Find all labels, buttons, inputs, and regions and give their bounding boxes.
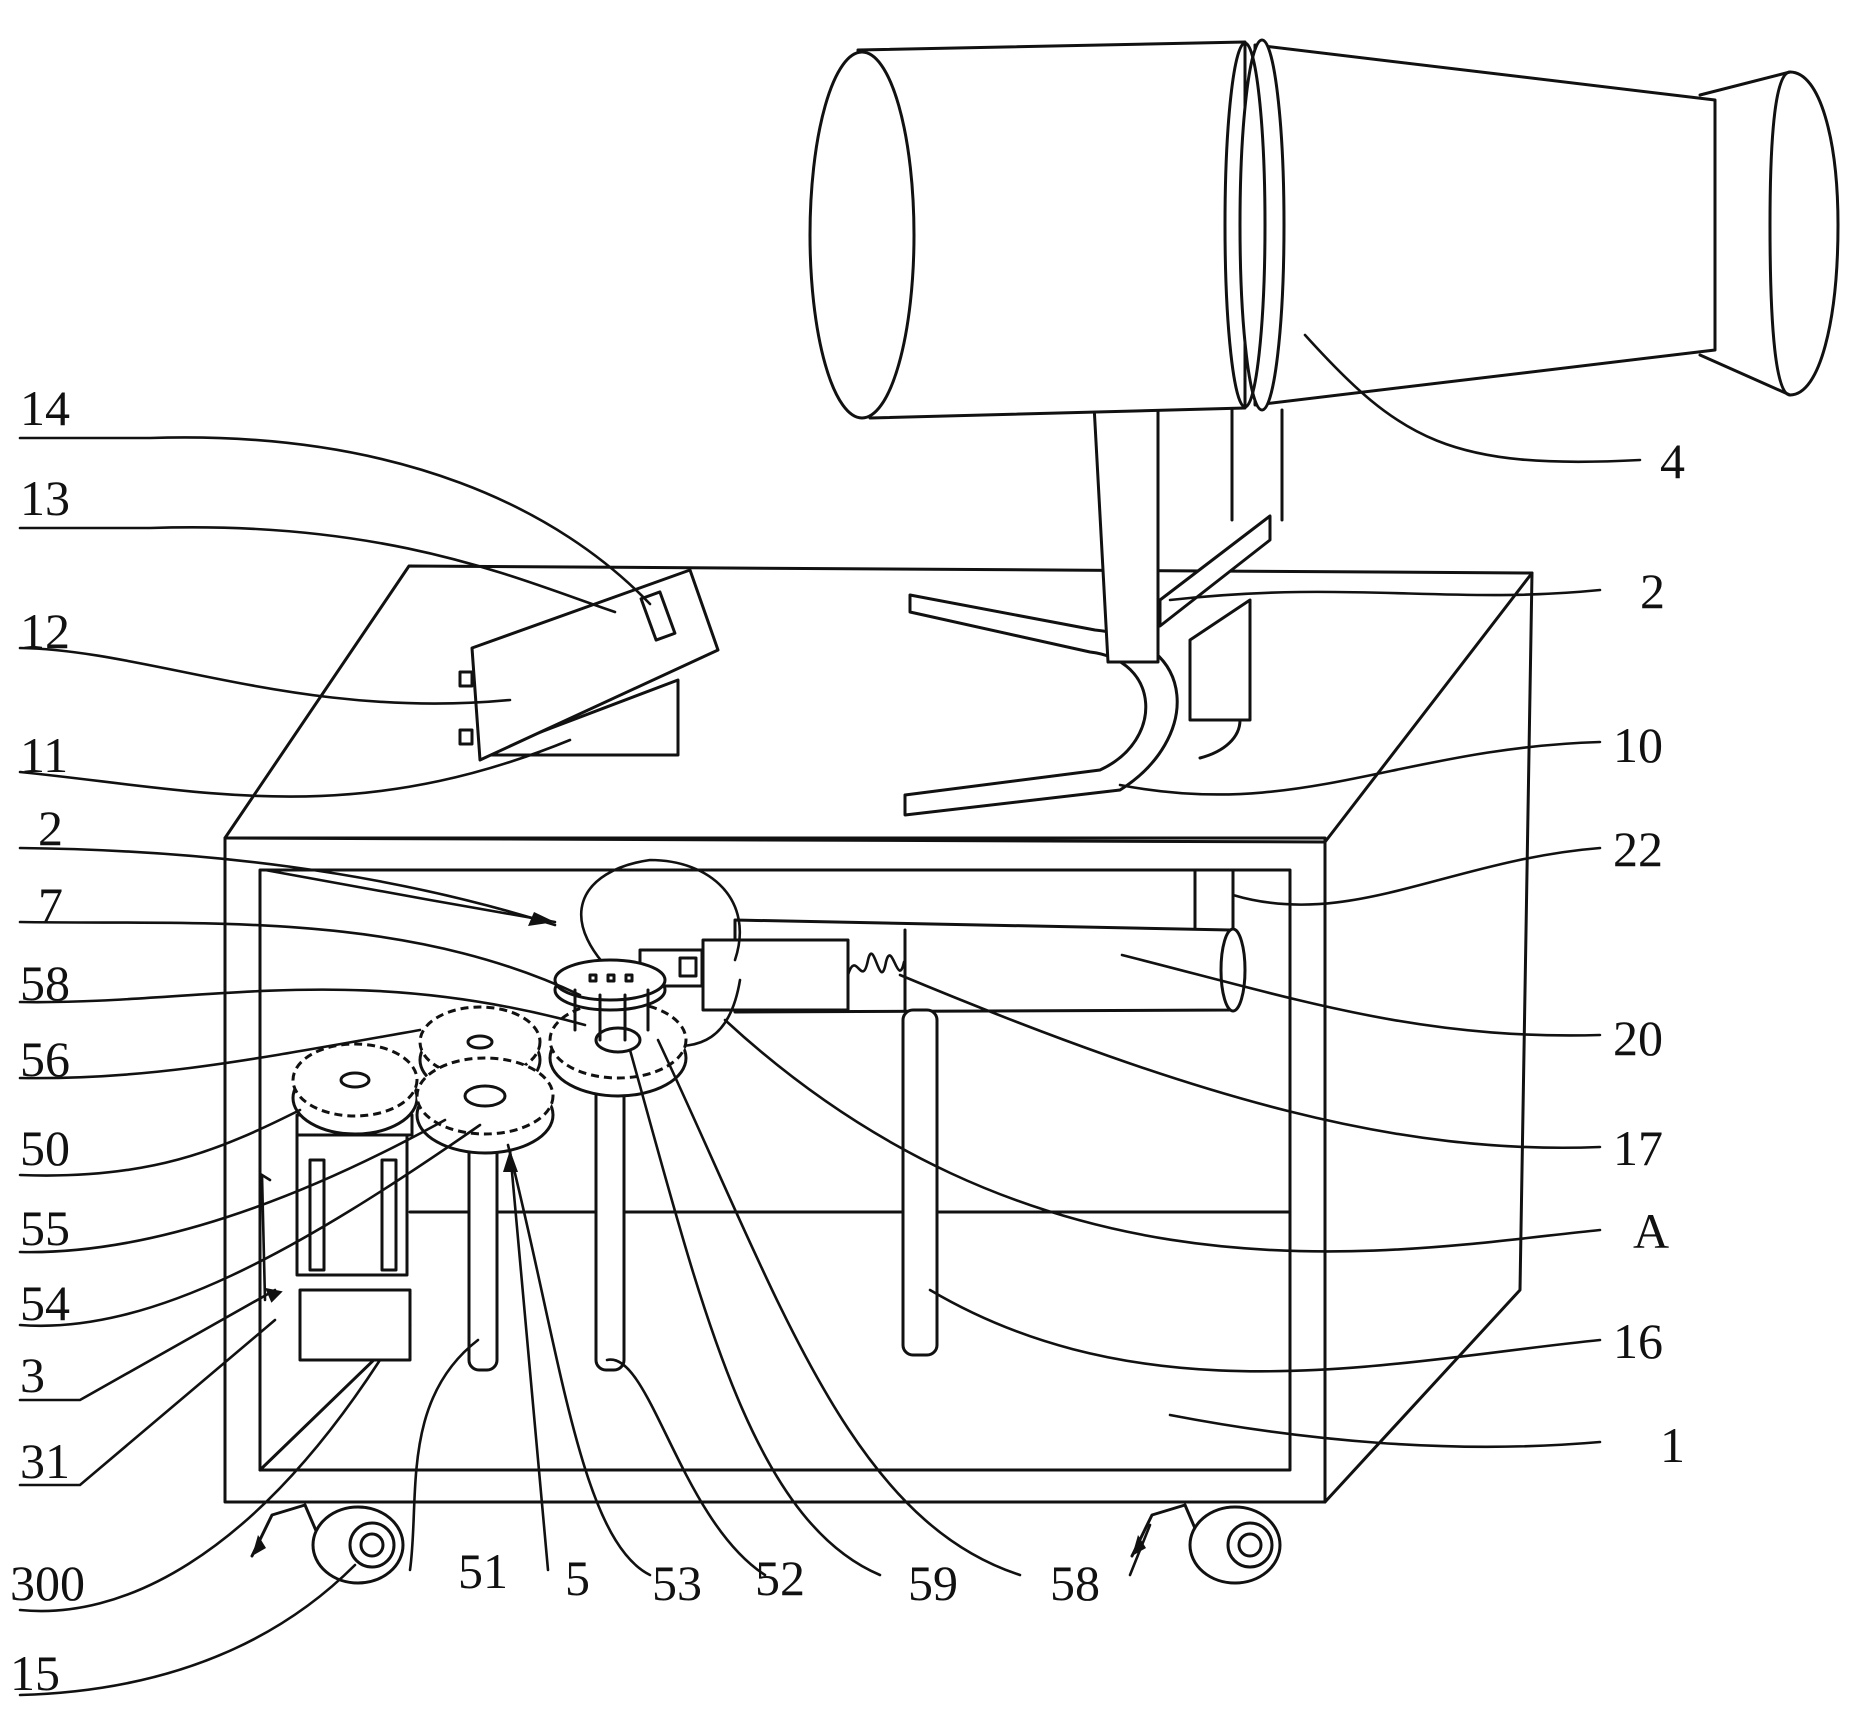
label-50: 50 xyxy=(20,1120,70,1176)
label-14: 14 xyxy=(20,380,70,436)
leader-lines xyxy=(20,335,1640,1695)
label-22: 22 xyxy=(1613,821,1663,877)
cylinder-assembly xyxy=(640,870,1245,1012)
label-10: 10 xyxy=(1613,717,1663,773)
lifting-cylinder xyxy=(297,1115,412,1360)
label-56: 56 xyxy=(20,1031,70,1087)
label-58-bottom: 58 xyxy=(1050,1555,1100,1611)
label-20: 20 xyxy=(1613,1010,1663,1066)
label-3: 3 xyxy=(20,1347,45,1403)
fog-cannon xyxy=(810,40,1838,418)
label-13: 13 xyxy=(20,470,70,526)
label-53: 53 xyxy=(652,1555,702,1611)
label-54: 54 xyxy=(20,1275,70,1331)
label-15: 15 xyxy=(10,1645,60,1701)
label-5: 5 xyxy=(565,1550,590,1606)
label-7: 7 xyxy=(38,877,63,933)
gear-53-58 xyxy=(550,1002,686,1096)
label-17: 17 xyxy=(1613,1120,1663,1176)
gear-50 xyxy=(293,1044,417,1134)
label-59: 59 xyxy=(908,1555,958,1611)
label-a: A xyxy=(1633,1203,1669,1259)
gear-54-55 xyxy=(417,1058,553,1153)
label-4: 4 xyxy=(1660,433,1685,489)
label-12: 12 xyxy=(20,603,70,659)
caster-wheel-right xyxy=(1132,1505,1280,1583)
label-1: 1 xyxy=(1660,1417,1685,1473)
label-16: 16 xyxy=(1613,1313,1663,1369)
label-55: 55 xyxy=(20,1200,70,1256)
label-2-right: 2 xyxy=(1640,563,1665,619)
label-2-left: 2 xyxy=(38,800,63,856)
label-52: 52 xyxy=(755,1550,805,1606)
label-300: 300 xyxy=(10,1555,85,1611)
label-51: 51 xyxy=(458,1543,508,1599)
caster-wheel-left xyxy=(252,1505,403,1583)
label-11: 11 xyxy=(20,727,68,783)
label-31: 31 xyxy=(20,1433,70,1489)
control-panel xyxy=(460,570,718,760)
label-58-left: 58 xyxy=(20,955,70,1011)
